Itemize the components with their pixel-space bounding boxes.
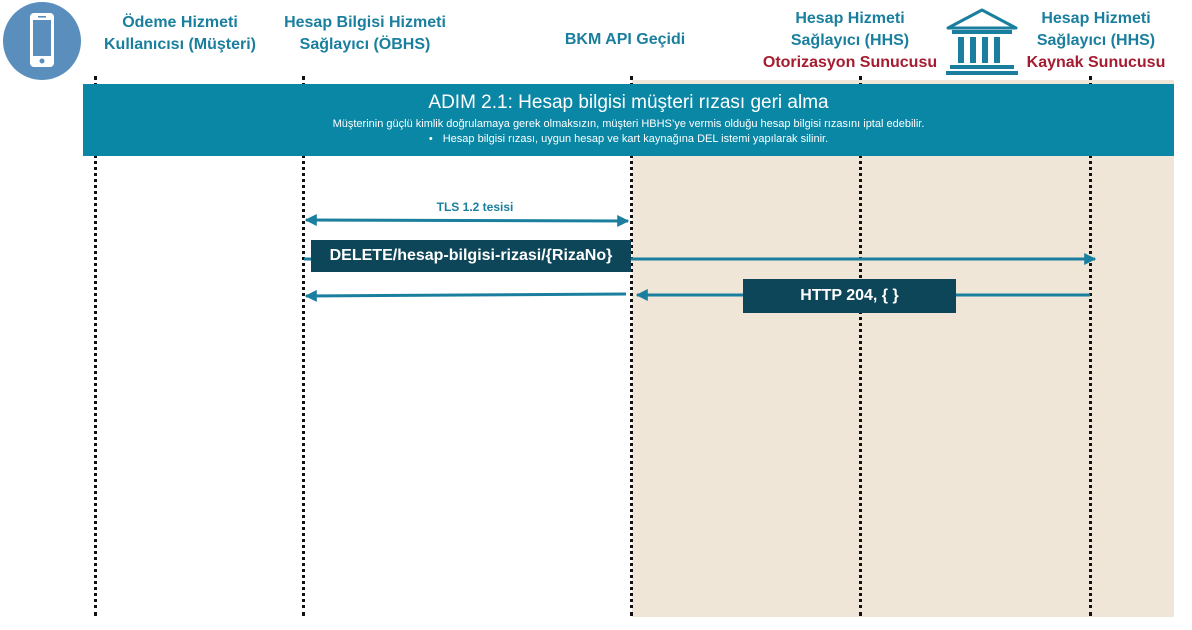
bank-zone-background	[632, 80, 1174, 617]
bank-building-icon	[946, 8, 1018, 78]
actor-resource-server-role: Kaynak Sunucusu	[1026, 54, 1166, 71]
actor-auth-server-line1: Hesap Hizmeti	[795, 10, 905, 27]
step-description: Müşterinin güçlü kimlik doğrulamaya gere…	[332, 118, 925, 130]
actor-auth-server-role: Otorizasyon Sunucusu	[762, 54, 938, 71]
tls-label: TLS 1.2 tesisi	[436, 200, 514, 214]
lifeline-api-gateway	[630, 76, 633, 616]
actor-api-gateway-line1: BKM API Geçidi	[564, 31, 686, 48]
actor-resource-server: Hesap Hizmeti Sağlayıcı (HHS) Kaynak Sun…	[1016, 8, 1176, 74]
step-bullet-text: Hesap bilgisi rızası, uygun hesap ve kar…	[442, 133, 829, 145]
actor-obhs-line1: Hesap Bilgisi Hizmeti	[284, 14, 446, 31]
tls-arrow	[304, 214, 630, 227]
actor-customer-line1: Ödeme Hizmeti	[122, 14, 238, 31]
lifeline-customer	[94, 76, 97, 616]
actor-resource-server-line2: Sağlayıcı (HHS)	[1036, 32, 1156, 49]
actor-obhs: Hesap Bilgisi Hizmeti Sağlayıcı (ÖBHS)	[270, 12, 460, 56]
bullet-dot-icon: •	[428, 133, 433, 145]
actor-obhs-line2: Sağlayıcı (ÖBHS)	[299, 36, 431, 53]
step-bullet: • Hesap bilgisi rızası, uygun hesap ve ka…	[83, 132, 1174, 147]
actor-customer: Ödeme Hizmeti Kullanıcısı (Müşteri)	[95, 12, 265, 56]
actor-customer-line2: Kullanıcısı (Müşteri)	[103, 36, 257, 53]
lifeline-resource-server	[1089, 76, 1092, 616]
response-message: HTTP 204, { }	[743, 279, 956, 313]
actor-auth-server: Hesap Hizmeti Sağlayıcı (HHS) Otorizasyo…	[755, 8, 945, 74]
response-forward-arrow	[304, 289, 627, 302]
lifeline-auth-server	[859, 76, 862, 616]
actor-auth-server-line2: Sağlayıcı (HHS)	[790, 32, 910, 49]
actor-api-gateway: BKM API Geçidi	[540, 29, 710, 51]
request-message: DELETE/hesap-bilgisi-rizasi/{RizaNo}	[311, 240, 631, 272]
lifeline-obhs	[302, 76, 305, 616]
step-banner: ADIM 2.1: Hesap bilgisi müşteri rızası g…	[83, 84, 1174, 156]
smartphone-icon	[3, 2, 81, 80]
step-title: ADIM 2.1: Hesap bilgisi müşteri rızası g…	[428, 92, 829, 113]
actor-resource-server-line1: Hesap Hizmeti	[1041, 10, 1151, 27]
